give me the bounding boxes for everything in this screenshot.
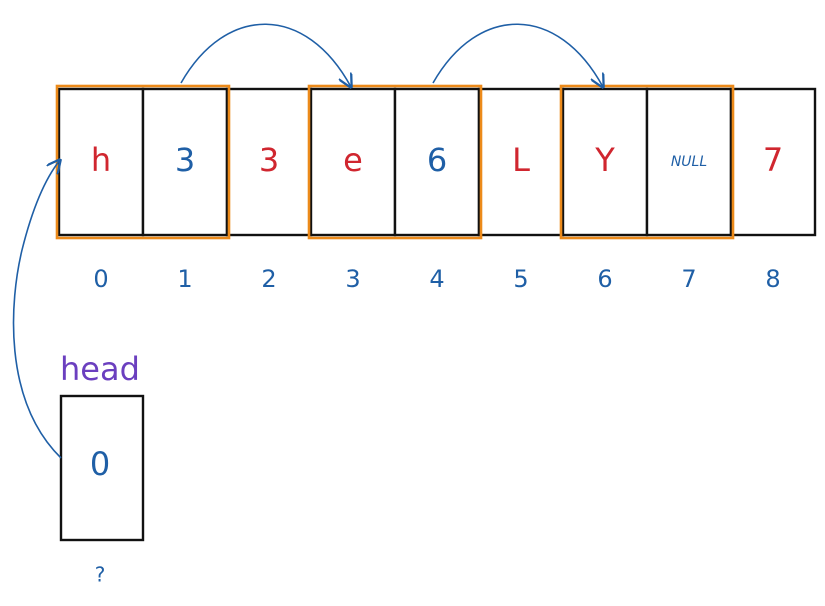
array-cell-value-1: 3 <box>175 141 195 179</box>
index-label-0: 0 <box>93 265 108 293</box>
array-cell-value-3: e <box>343 141 363 179</box>
index-label-5: 5 <box>513 265 528 293</box>
node-outline-2 <box>559 84 735 240</box>
node-outline-1 <box>307 84 483 240</box>
array-cell-6 <box>561 87 649 237</box>
index-label-1: 1 <box>177 265 192 293</box>
array-cell-8 <box>729 87 817 237</box>
head-value: 0 <box>90 445 110 483</box>
next-arrow-1 <box>432 23 603 87</box>
head-label: head <box>60 350 140 388</box>
head-box <box>59 394 145 542</box>
array-cell-value-6: Y <box>594 141 615 179</box>
head-pointer: head 0 ? <box>12 160 145 587</box>
array-cell-2 <box>225 87 313 237</box>
head-arrow <box>12 160 61 459</box>
array-cell-7 <box>645 87 733 237</box>
index-label-7: 7 <box>681 265 696 293</box>
array-cell-4 <box>393 87 481 237</box>
index-label-8: 8 <box>765 265 780 293</box>
memory-array: h 3 3 e 6 L Y NULL 7 <box>57 87 817 237</box>
array-cell-value-8: 7 <box>763 141 783 179</box>
array-cell-value-5: L <box>512 141 530 179</box>
array-cell-5 <box>477 87 565 237</box>
next-arrow-0 <box>180 23 351 87</box>
array-cell-value-0: h <box>91 141 111 179</box>
head-caption: ? <box>95 563 106 587</box>
index-label-6: 6 <box>597 265 612 293</box>
array-cell-value-4: 6 <box>427 141 447 179</box>
index-label-2: 2 <box>261 265 276 293</box>
next-pointer-arrows <box>180 23 603 87</box>
array-cell-0 <box>57 87 145 237</box>
index-row: 0 1 2 3 4 5 6 7 8 <box>93 265 780 293</box>
index-label-3: 3 <box>345 265 360 293</box>
array-cell-1 <box>141 87 229 237</box>
array-cell-value-2: 3 <box>259 141 279 179</box>
index-label-4: 4 <box>429 265 444 293</box>
array-cell-value-7: NULL <box>671 154 707 170</box>
